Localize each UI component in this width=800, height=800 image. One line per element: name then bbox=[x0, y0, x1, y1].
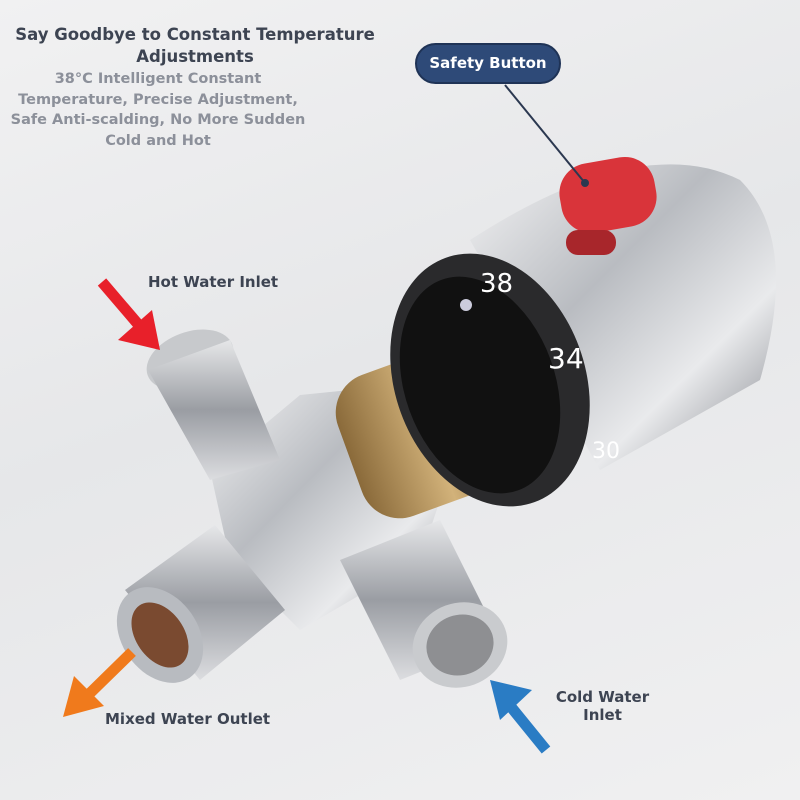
safety-button-knob[interactable] bbox=[555, 152, 662, 255]
hot-water-inlet-label: Hot Water Inlet bbox=[148, 273, 279, 291]
hot-water-arrow-icon bbox=[97, 278, 160, 350]
headline-title: Say Goodbye to Constant Temperature Adju… bbox=[15, 25, 375, 66]
mixed-water-outlet-label: Mixed Water Outlet bbox=[105, 710, 271, 728]
headline-subtitle: 38°C Intelligent Constant Temperature, P… bbox=[10, 71, 306, 149]
dial-mark-38: 38 bbox=[480, 269, 513, 299]
dial-indicator-dot bbox=[460, 299, 472, 311]
mixed-water-arrow-icon bbox=[63, 648, 136, 717]
hot-inlet-pipe bbox=[146, 329, 280, 480]
safety-callout-line bbox=[504, 84, 586, 184]
cold-water-arrow-icon bbox=[490, 680, 551, 754]
safety-button-label: Safety Button bbox=[415, 43, 561, 84]
dial-mark-34: 34 bbox=[548, 342, 584, 375]
cold-inlet-pipe bbox=[340, 520, 508, 688]
safety-callout-dot bbox=[581, 179, 589, 187]
valve-body: 38 34 30 bbox=[210, 164, 776, 630]
dial-mark-30: 30 bbox=[592, 439, 620, 464]
cold-water-inlet-label: Cold Water Inlet bbox=[555, 688, 650, 724]
mixed-outlet-pipe bbox=[116, 525, 285, 683]
